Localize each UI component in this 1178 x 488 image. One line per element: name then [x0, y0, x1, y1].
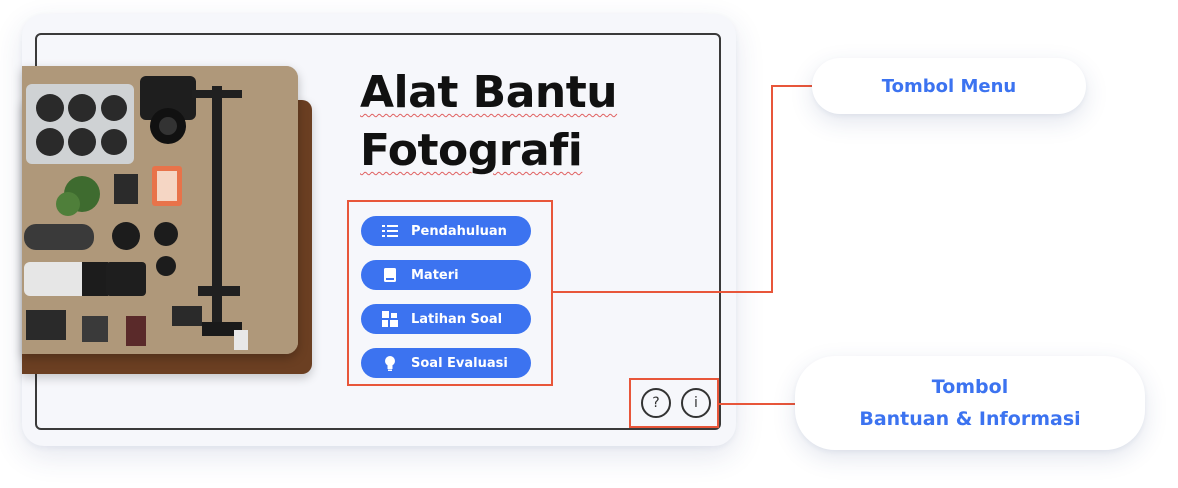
menu-button-label: Pendahuluan [411, 223, 507, 239]
help-callout-line-2: Bantuan & Informasi [859, 408, 1081, 430]
menu-button-label: Latihan Soal [411, 311, 503, 327]
camera-gear-photo [22, 66, 298, 354]
help-button[interactable]: ? [641, 388, 671, 418]
menu-button-label: Materi [411, 267, 459, 283]
menu-button-materi[interactable]: Materi [361, 260, 531, 290]
help-info-callout: Tombol Bantuan & Informasi [795, 356, 1145, 450]
title-line-1: Alat Bantu [360, 67, 618, 118]
list-icon [381, 222, 399, 240]
title-line-2: Fotografi [360, 125, 583, 176]
menu-button-latihan-soal[interactable]: Latihan Soal [361, 304, 531, 334]
menu-button-pendahuluan[interactable]: Pendahuluan [361, 216, 531, 246]
lightbulb-icon [381, 354, 399, 372]
question-icon: ? [652, 395, 660, 411]
puzzle-icon [381, 310, 399, 328]
menu-callout: Tombol Menu [812, 58, 1086, 114]
help-callout-line-1: Tombol [931, 376, 1009, 398]
menu-button-soal-evaluasi[interactable]: Soal Evaluasi [361, 348, 531, 378]
book-icon [381, 266, 399, 284]
menu-callout-label: Tombol Menu [881, 75, 1017, 97]
menu-highlight-box [347, 200, 553, 386]
info-button[interactable]: i [681, 388, 711, 418]
page-title: Alat Bantu Fotografi [360, 64, 618, 180]
help-info-highlight-box [629, 378, 719, 428]
photo-illustration [22, 66, 298, 354]
info-icon: i [694, 395, 698, 411]
menu-button-label: Soal Evaluasi [411, 355, 508, 371]
